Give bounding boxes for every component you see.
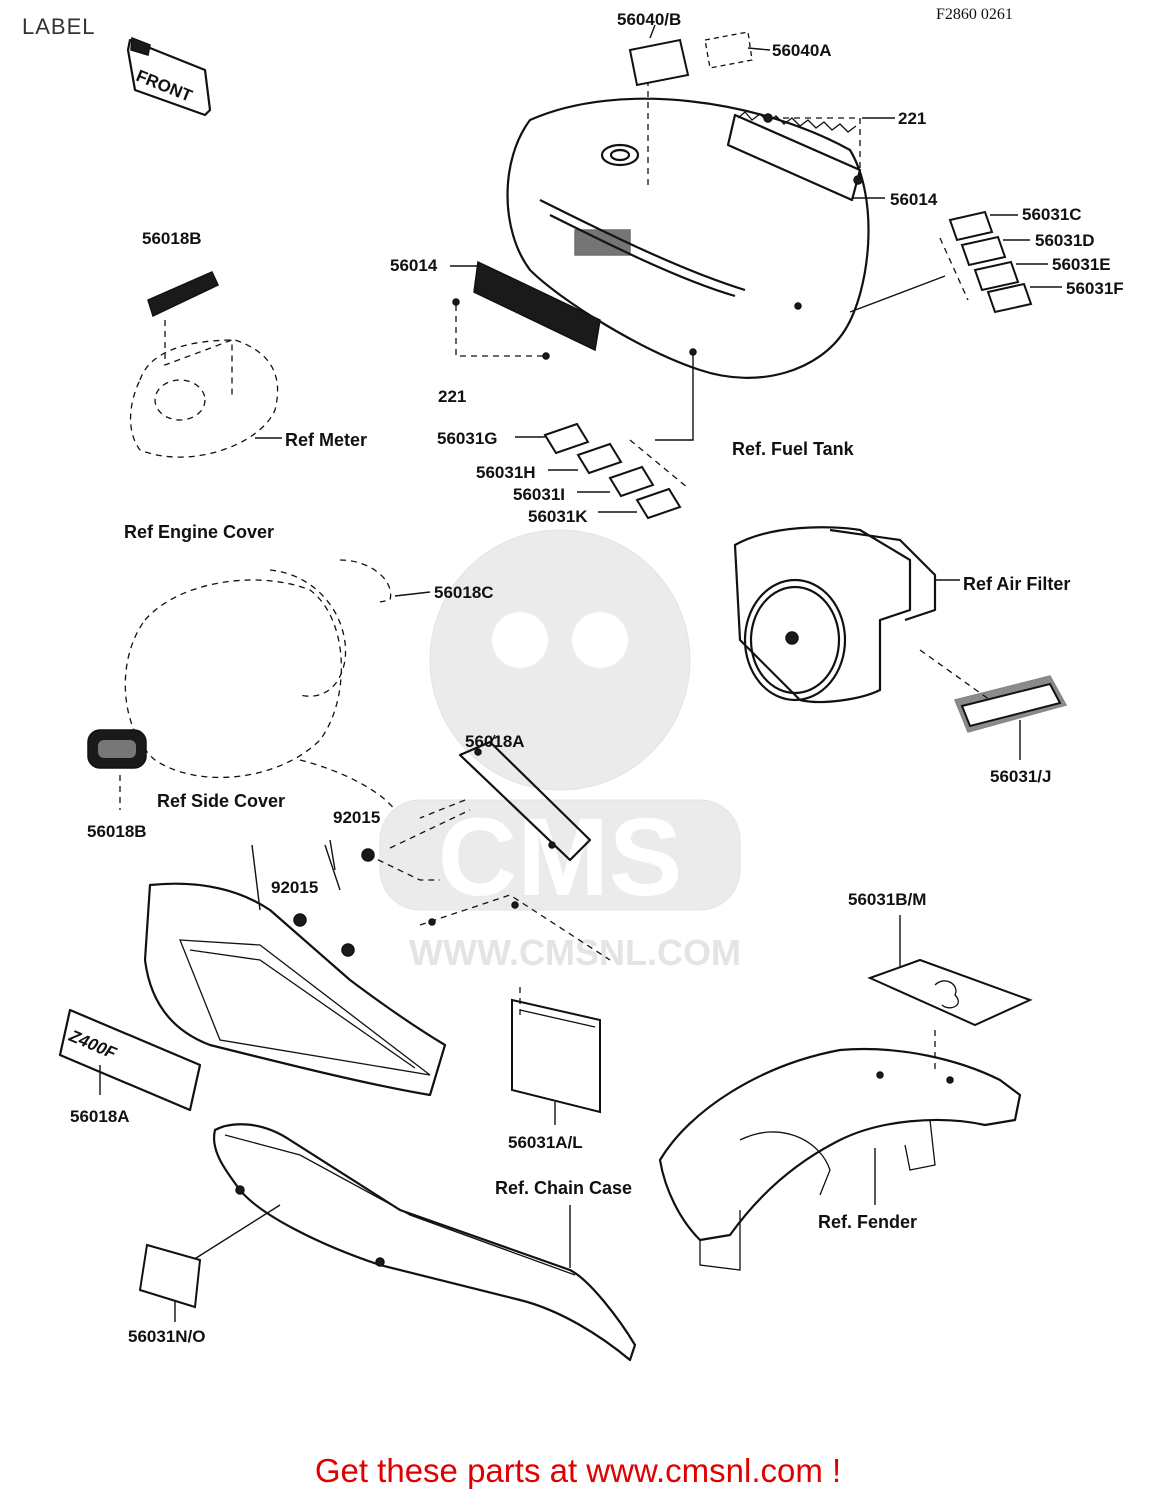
fuel-tank bbox=[506, 80, 870, 379]
page-title: LABEL bbox=[22, 14, 96, 39]
side-cover bbox=[143, 759, 611, 1097]
sticker-56031NO bbox=[138, 1243, 202, 1322]
label-56040B: 56040/B bbox=[617, 10, 681, 29]
label-56018C: 56018C bbox=[434, 583, 494, 602]
label-221-left: 221 bbox=[438, 387, 466, 406]
label-56031I: 56031I bbox=[513, 485, 565, 504]
meter-assembly bbox=[129, 271, 282, 458]
ref-side-cover: Ref Side Cover bbox=[157, 791, 285, 811]
label-56018A-bottom: 56018A bbox=[70, 1107, 130, 1126]
label-56031K: 56031K bbox=[528, 507, 588, 526]
side-cover-badge bbox=[87, 729, 147, 810]
label-56031D: 56031D bbox=[1035, 231, 1095, 250]
watermark-band bbox=[379, 799, 741, 911]
label-56031J: 56031/J bbox=[990, 767, 1051, 786]
part-labels: 56040/B 56040A 221 56014 56031C 56031D 5… bbox=[70, 10, 1124, 1346]
kawasaki-emblem bbox=[450, 260, 601, 360]
model-emblem-text: Z400F bbox=[66, 1026, 120, 1063]
label-56018B-top: 56018B bbox=[142, 229, 202, 248]
label-56018A-mid: 56018A bbox=[465, 732, 525, 751]
ref-chain-case: Ref. Chain Case bbox=[495, 1178, 632, 1198]
air-filter bbox=[733, 526, 1068, 760]
sticker-stack-lower bbox=[515, 355, 694, 520]
ref-meter: Ref Meter bbox=[285, 430, 367, 450]
watermark-url: WWW.CMSNL.COM bbox=[409, 932, 741, 973]
drawing-code: F2860 0261 bbox=[936, 6, 1013, 23]
label-56031G: 56031G bbox=[437, 429, 498, 448]
label-56031E: 56031E bbox=[1052, 255, 1111, 274]
label-56040A: 56040A bbox=[772, 41, 832, 60]
label-56031AL: 56031A/L bbox=[508, 1133, 583, 1152]
sticker-56031AL bbox=[511, 985, 601, 1125]
label-56031F: 56031F bbox=[1066, 279, 1124, 298]
sticker-56031BM bbox=[867, 915, 1033, 1070]
ref-fender: Ref. Fender bbox=[818, 1212, 917, 1232]
label-92015-bottom: 92015 bbox=[271, 878, 318, 897]
mid-plate-56018A bbox=[389, 734, 592, 862]
mascot-eye bbox=[572, 612, 628, 668]
cms-watermark: CMS WWW.CMSNL.COM bbox=[379, 529, 741, 973]
sticker-stack-right bbox=[849, 210, 1062, 314]
mascot-eye bbox=[492, 612, 548, 668]
ref-engine-cover: Ref Engine Cover bbox=[124, 522, 274, 542]
z400f-emblem: Z400F bbox=[58, 1008, 202, 1112]
label-56031NO: 56031N/O bbox=[128, 1327, 206, 1346]
ref-air-filter: Ref Air Filter bbox=[963, 574, 1070, 594]
footer-link[interactable]: Get these parts at www.cmsnl.com ! bbox=[314, 1452, 842, 1489]
chain-case bbox=[184, 1123, 637, 1362]
label-56031BM: 56031B/M bbox=[848, 890, 926, 909]
label-56031H: 56031H bbox=[476, 463, 536, 482]
tank-strip-right bbox=[726, 111, 895, 202]
label-92015-top: 92015 bbox=[333, 808, 380, 827]
reference-labels: Ref Meter Ref. Fuel Tank Ref Engine Cove… bbox=[124, 430, 1070, 1232]
label-56014-left: 56014 bbox=[390, 256, 438, 275]
watermark-brand: CMS bbox=[438, 796, 682, 919]
ref-fuel-tank: Ref. Fuel Tank bbox=[732, 439, 855, 459]
label-56018B-bottom: 56018B bbox=[87, 822, 147, 841]
label-56031C: 56031C bbox=[1022, 205, 1082, 224]
label-221-top: 221 bbox=[898, 109, 926, 128]
mascot-head bbox=[429, 529, 691, 791]
front-emblem: FRONT bbox=[126, 36, 212, 117]
label-56014-right: 56014 bbox=[890, 190, 938, 209]
engine-cover bbox=[124, 559, 431, 778]
sticker-56040 bbox=[628, 24, 771, 87]
rear-fender bbox=[658, 1047, 1022, 1271]
